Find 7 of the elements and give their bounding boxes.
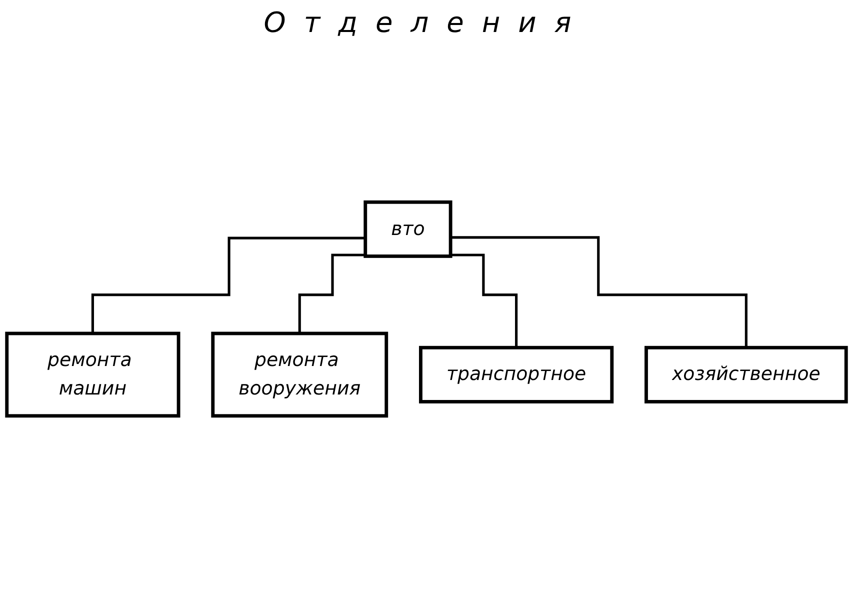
heading-text: Отделения	[264, 6, 590, 39]
connector	[450, 236, 748, 349]
connector	[450, 254, 518, 349]
node-box: вто	[364, 200, 452, 258]
node-box: ремонта вооружения	[211, 332, 388, 418]
node-box: транспортное	[418, 346, 614, 404]
node-box: ремонта машин	[5, 332, 180, 418]
